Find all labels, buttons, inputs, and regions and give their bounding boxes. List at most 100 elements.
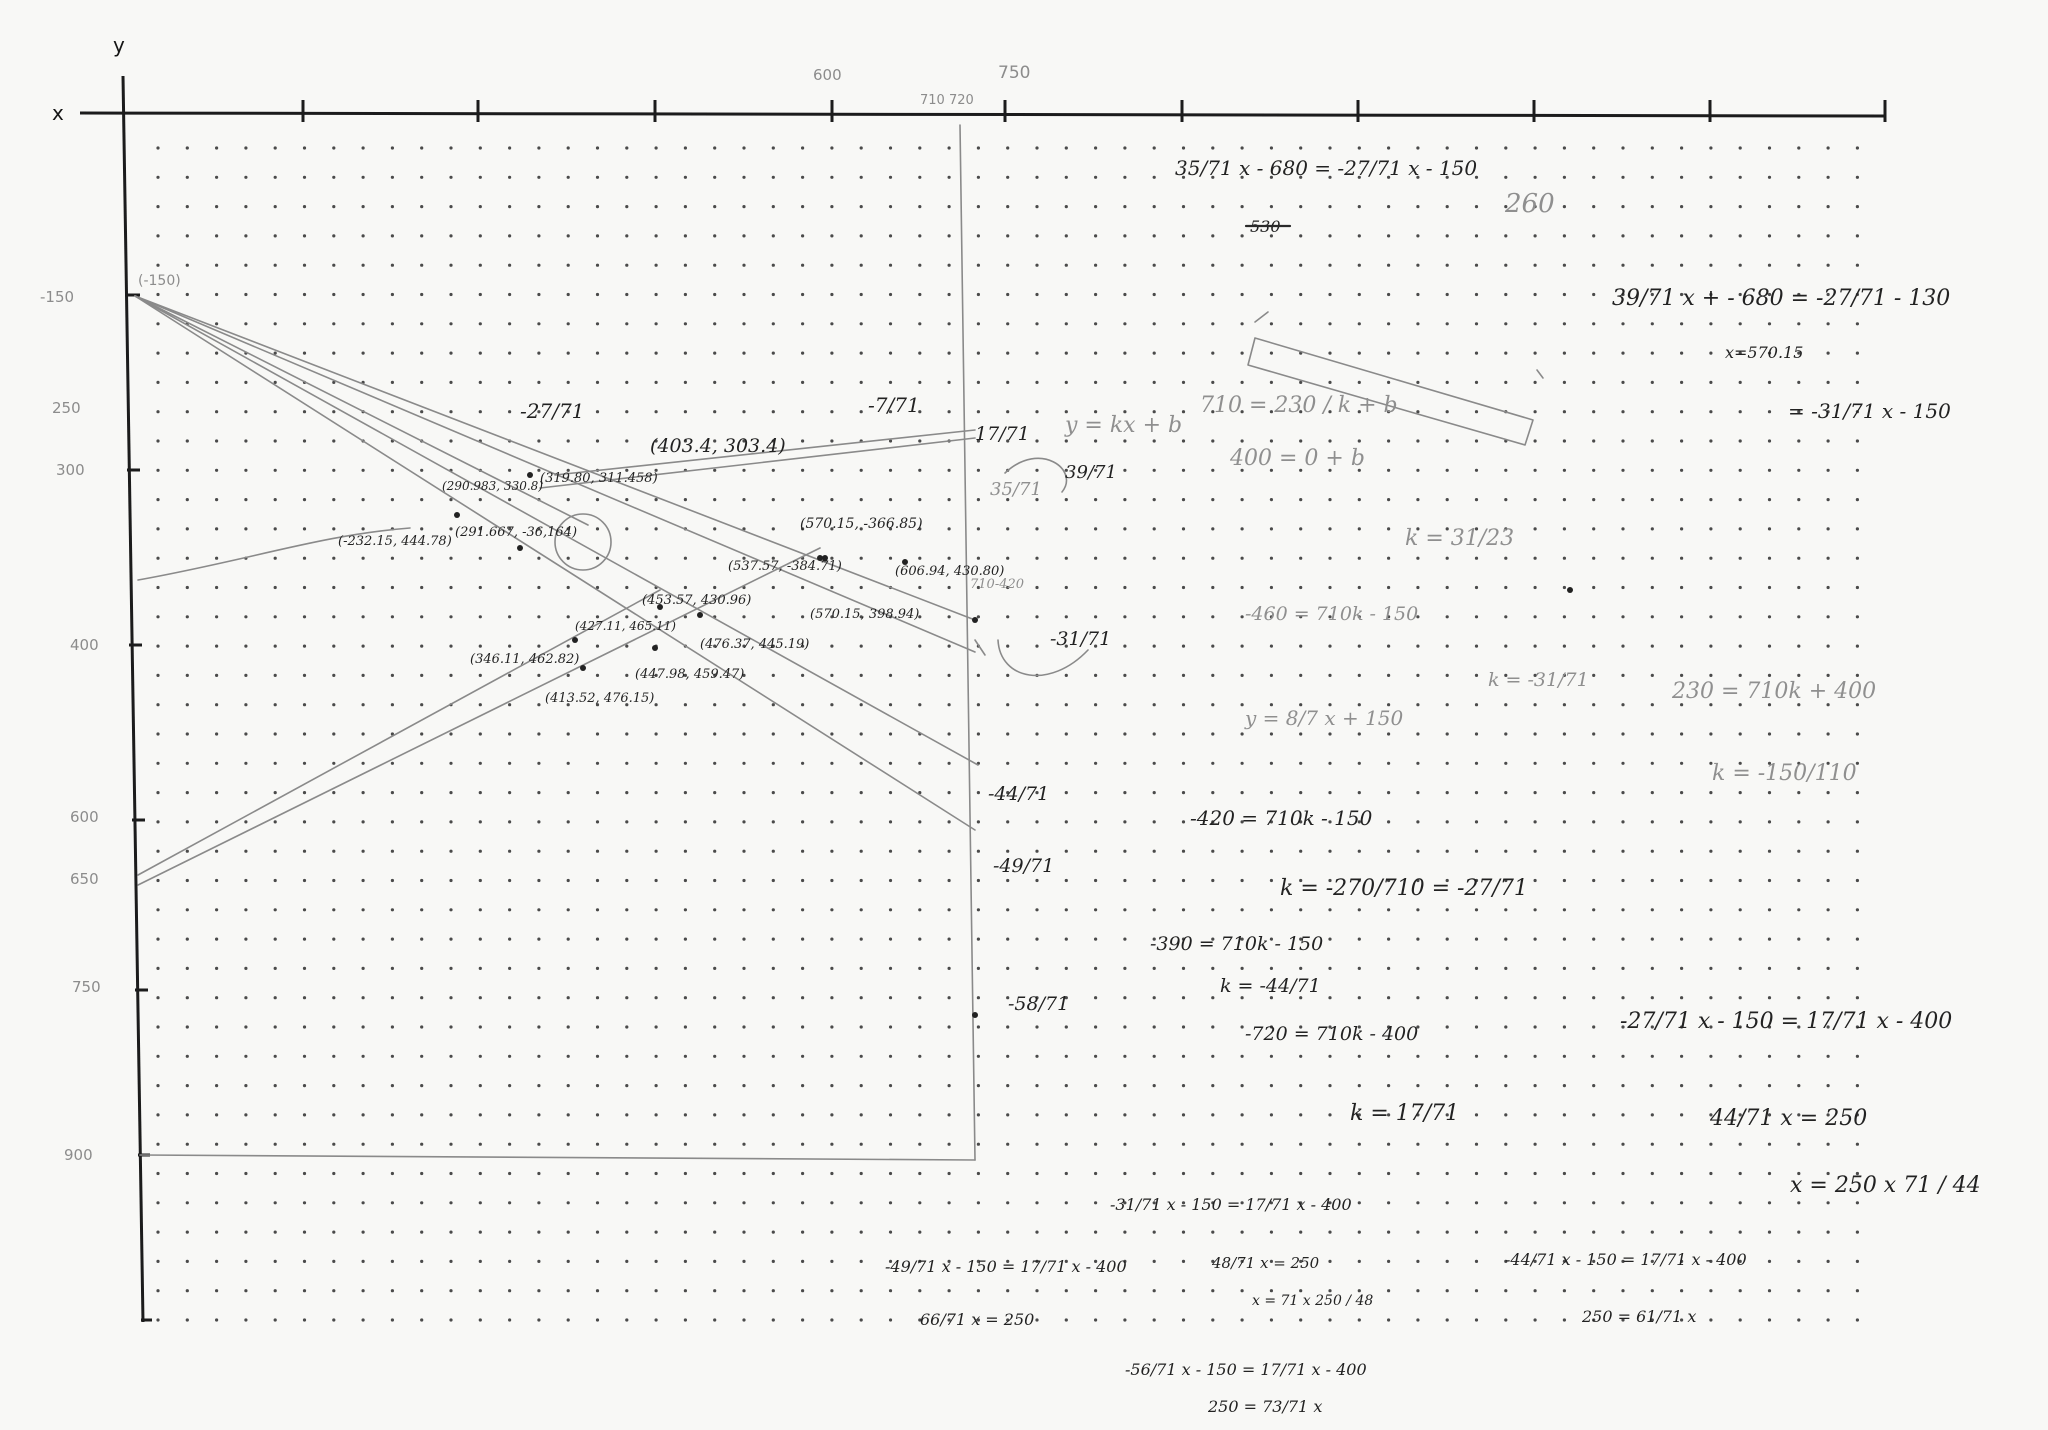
grid-dot	[1797, 1289, 1801, 1293]
grid-dot	[1094, 498, 1098, 502]
grid-dot	[888, 439, 893, 443]
grid-dot	[976, 410, 981, 414]
grid-dot	[1797, 703, 1801, 707]
grid-dot	[1416, 996, 1420, 1000]
grid-dot	[1504, 703, 1508, 707]
grid-dot	[595, 966, 600, 971]
grid-dot	[801, 791, 805, 795]
grid-dot	[449, 410, 453, 414]
grid-dot	[302, 615, 307, 619]
grid-dot	[888, 937, 893, 941]
grid-dot	[302, 234, 307, 238]
grid-dot	[1680, 585, 1684, 590]
grid-dot	[1474, 146, 1479, 150]
grid-dot	[1562, 1113, 1566, 1117]
grid-dot	[1035, 439, 1039, 443]
grid-dot	[302, 878, 307, 883]
grid-dot	[1767, 1025, 1772, 1029]
grid-dot	[566, 761, 570, 765]
grid-dot	[918, 527, 922, 531]
grid-dot	[976, 205, 981, 209]
grid-dot	[449, 761, 453, 765]
grid-dot	[1181, 849, 1186, 853]
grid-dot	[1123, 439, 1127, 443]
grid-dot	[302, 351, 307, 355]
grid-dot	[1767, 791, 1772, 795]
grid-dot	[1621, 1318, 1625, 1322]
grid-dot	[449, 1201, 453, 1205]
grid-dot	[1562, 468, 1566, 472]
grid-dot	[244, 1142, 248, 1146]
grid-dot	[683, 556, 688, 560]
grid-dot	[771, 498, 775, 502]
grid-dot	[918, 380, 922, 384]
grid-dot	[625, 1318, 629, 1322]
grid-dot	[1767, 1142, 1772, 1146]
grid-dot	[1797, 1025, 1801, 1029]
grid-dot	[449, 263, 453, 267]
grid-dot	[1181, 615, 1186, 619]
grid-dot	[273, 380, 277, 384]
grid-dot	[1621, 937, 1625, 941]
grid-dot	[537, 527, 541, 531]
grid-dot	[654, 439, 658, 443]
grid-dot	[1767, 937, 1772, 941]
grid-dot	[1797, 175, 1801, 179]
grid-dot	[1094, 205, 1098, 209]
grid-dot	[1826, 556, 1830, 560]
grid-dot	[449, 380, 453, 384]
grid-dot	[1211, 1289, 1215, 1293]
grid-dot	[654, 820, 658, 824]
grid-dot	[420, 644, 424, 648]
grid-dot	[888, 556, 893, 560]
grid-dot	[478, 234, 482, 238]
slope-neg31-71: -31/71	[1050, 628, 1111, 650]
grid-dot	[1416, 849, 1420, 853]
grid-dot	[1445, 732, 1449, 736]
grid-dot	[830, 908, 834, 912]
grid-dot	[1562, 1142, 1566, 1146]
grid-dot	[302, 1025, 307, 1029]
grid-dot	[273, 996, 277, 1000]
grid-dot	[1855, 468, 1859, 472]
grid-dot	[361, 556, 365, 560]
grid-dot	[1650, 1201, 1654, 1205]
grid-dot	[1387, 322, 1391, 326]
grid-dot	[1299, 1113, 1303, 1117]
grid-dot	[537, 1201, 541, 1205]
grid-dot	[947, 468, 951, 472]
grid-dot	[390, 205, 394, 209]
grid-dot	[1123, 1084, 1127, 1088]
grid-dot	[1533, 996, 1537, 1000]
grid-dot	[1562, 849, 1566, 853]
grid-dot	[1416, 556, 1420, 560]
grid-dot	[1416, 1259, 1420, 1263]
grid-dot	[1416, 322, 1420, 326]
grid-dot	[683, 937, 688, 941]
grid-dot	[1328, 527, 1332, 531]
grid-dot	[1621, 175, 1625, 179]
grid-dot	[1562, 1318, 1566, 1322]
grid-dot	[1269, 732, 1273, 736]
grid-dot	[1445, 849, 1449, 853]
box-outline	[1247, 337, 1534, 446]
grid-dot	[683, 205, 688, 209]
grid-dot	[537, 1289, 541, 1293]
grid-dot	[830, 1113, 834, 1117]
grid-dot	[332, 615, 336, 619]
grid-dot	[1826, 292, 1830, 297]
grid-dot	[1474, 644, 1479, 648]
grid-dot	[1474, 615, 1479, 619]
grid-dot	[1269, 1289, 1273, 1293]
grid-dot	[449, 1054, 453, 1058]
grid-dot	[830, 1230, 834, 1234]
grid-dot	[1416, 1113, 1420, 1117]
grid-dot	[449, 527, 453, 531]
grid-dot	[1650, 791, 1654, 795]
grid-dot	[215, 410, 219, 414]
grid-dot	[742, 1201, 746, 1205]
grid-dot	[332, 937, 336, 941]
grid-dot	[537, 468, 541, 472]
grid-dot	[1562, 1084, 1566, 1088]
grid-dot	[1738, 1142, 1742, 1146]
